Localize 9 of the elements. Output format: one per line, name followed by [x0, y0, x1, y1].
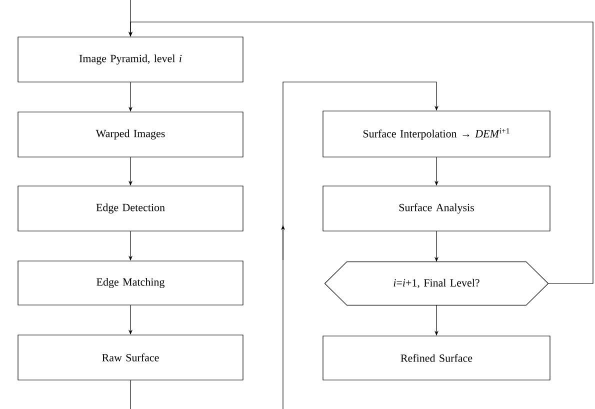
process-box: Refined Surface [322, 336, 550, 380]
process-box: Surface Interpolation → DEM$^{i+1}$ [322, 110, 550, 158]
arrow [282, 82, 439, 409]
process-box: Edge Detection [18, 186, 244, 232]
process-box: Warped Images [18, 112, 244, 158]
process-box: Raw Surface [18, 334, 244, 380]
process-box: Image Pyramid, level i [18, 36, 244, 82]
process-box: Edge Matching [18, 260, 244, 306]
process-box: Surface Analysis [322, 186, 550, 232]
